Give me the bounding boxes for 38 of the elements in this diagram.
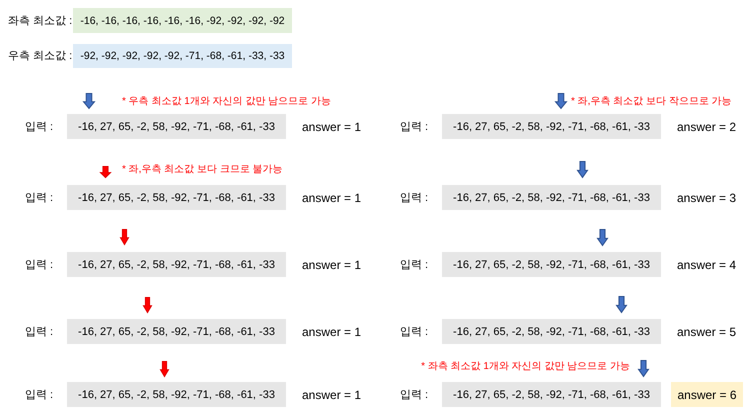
array-box: -16, 27, 65, -2, 58, -92, -71, -68, -61, -33 xyxy=(67,114,286,139)
highlighted-answer: answer = 6 xyxy=(671,382,743,407)
array-box: -16, 27, 65, -2, 58, -92, -71, -68, -61, -33 xyxy=(67,252,286,277)
note-text: * 좌측 최소값 1개와 자신의 값만 남으므로 가능 xyxy=(421,360,630,373)
answer-text: answer = 1 xyxy=(302,120,362,134)
input-label: 입력 : xyxy=(400,258,428,272)
input-label: 입력 : xyxy=(400,324,428,338)
value-box: -16, -16, -16, -16, -16, -16, -92, -92, -92, -92 xyxy=(73,8,292,33)
answer-text: answer = 3 xyxy=(677,190,736,204)
array-box: -16, 27, 65, -2, 58, -92, -71, -68, -61, -33 xyxy=(67,185,286,210)
array-box: -16, 27, 65, -2, 58, -92, -71, -68, -61, -33 xyxy=(67,382,286,407)
answer-text: answer = 1 xyxy=(302,190,362,204)
note-text: * 좌,우측 최소값 보다 크므로 불가능 xyxy=(122,163,283,176)
array-box: -16, 27, 65, -2, 58, -92, -71, -68, -61, -33 xyxy=(442,185,661,210)
value-box: -92, -92, -92, -92, -92, -71, -68, -61, -33, -33 xyxy=(73,44,292,68)
input-label: 입력 : xyxy=(400,120,428,134)
note-text: * 좌,우측 최소값 보다 작으므로 가능 xyxy=(571,95,732,108)
array-box: -16, 27, 65, -2, 58, -92, -71, -68, -61, -33 xyxy=(442,319,661,344)
answer-text: answer = 4 xyxy=(677,258,736,272)
input-label: 입력 : xyxy=(25,258,54,272)
row-label: 좌측 최소값 : xyxy=(8,14,72,28)
answer-text: answer = 1 xyxy=(302,324,362,338)
array-box: -16, 27, 65, -2, 58, -92, -71, -68, -61, -33 xyxy=(442,252,661,277)
row-label: 우측 최소값 : xyxy=(8,49,72,63)
array-box: -16, 27, 65, -2, 58, -92, -71, -68, -61, -33 xyxy=(67,319,286,344)
input-label: 입력 : xyxy=(400,190,428,204)
answer-text: answer = 5 xyxy=(677,324,736,338)
input-label: 입력 : xyxy=(25,324,54,338)
input-label: 입력 : xyxy=(25,120,54,134)
array-box: -16, 27, 65, -2, 58, -92, -71, -68, -61, -33 xyxy=(442,114,661,139)
input-label: 입력 : xyxy=(400,388,428,402)
array-box: -16, 27, 65, -2, 58, -92, -71, -68, -61, -33 xyxy=(442,382,661,407)
answer-text: answer = 1 xyxy=(302,258,362,272)
note-text: * 우측 최소값 1개와 자신의 값만 남으므로 가능 xyxy=(122,95,331,108)
input-label: 입력 : xyxy=(25,388,54,402)
answer-text: answer = 1 xyxy=(302,388,362,402)
answer-text: answer = 2 xyxy=(677,120,736,134)
input-label: 입력 : xyxy=(25,190,54,204)
